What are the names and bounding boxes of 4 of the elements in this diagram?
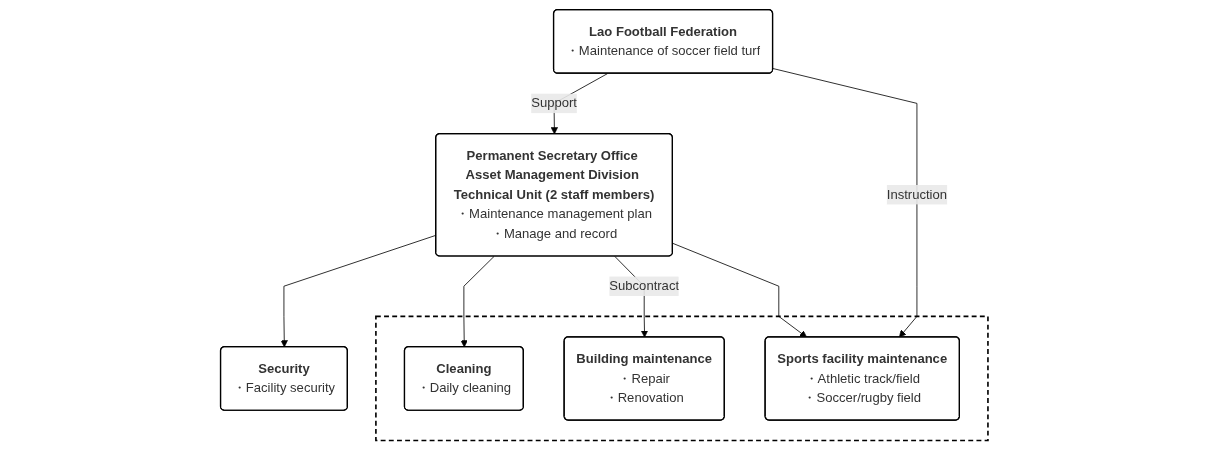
cluster [374, 315, 989, 442]
edge-label: Support [530, 96, 577, 110]
edge-label: Instruction [886, 187, 947, 202]
edge-label: Subcontract [609, 278, 679, 293]
